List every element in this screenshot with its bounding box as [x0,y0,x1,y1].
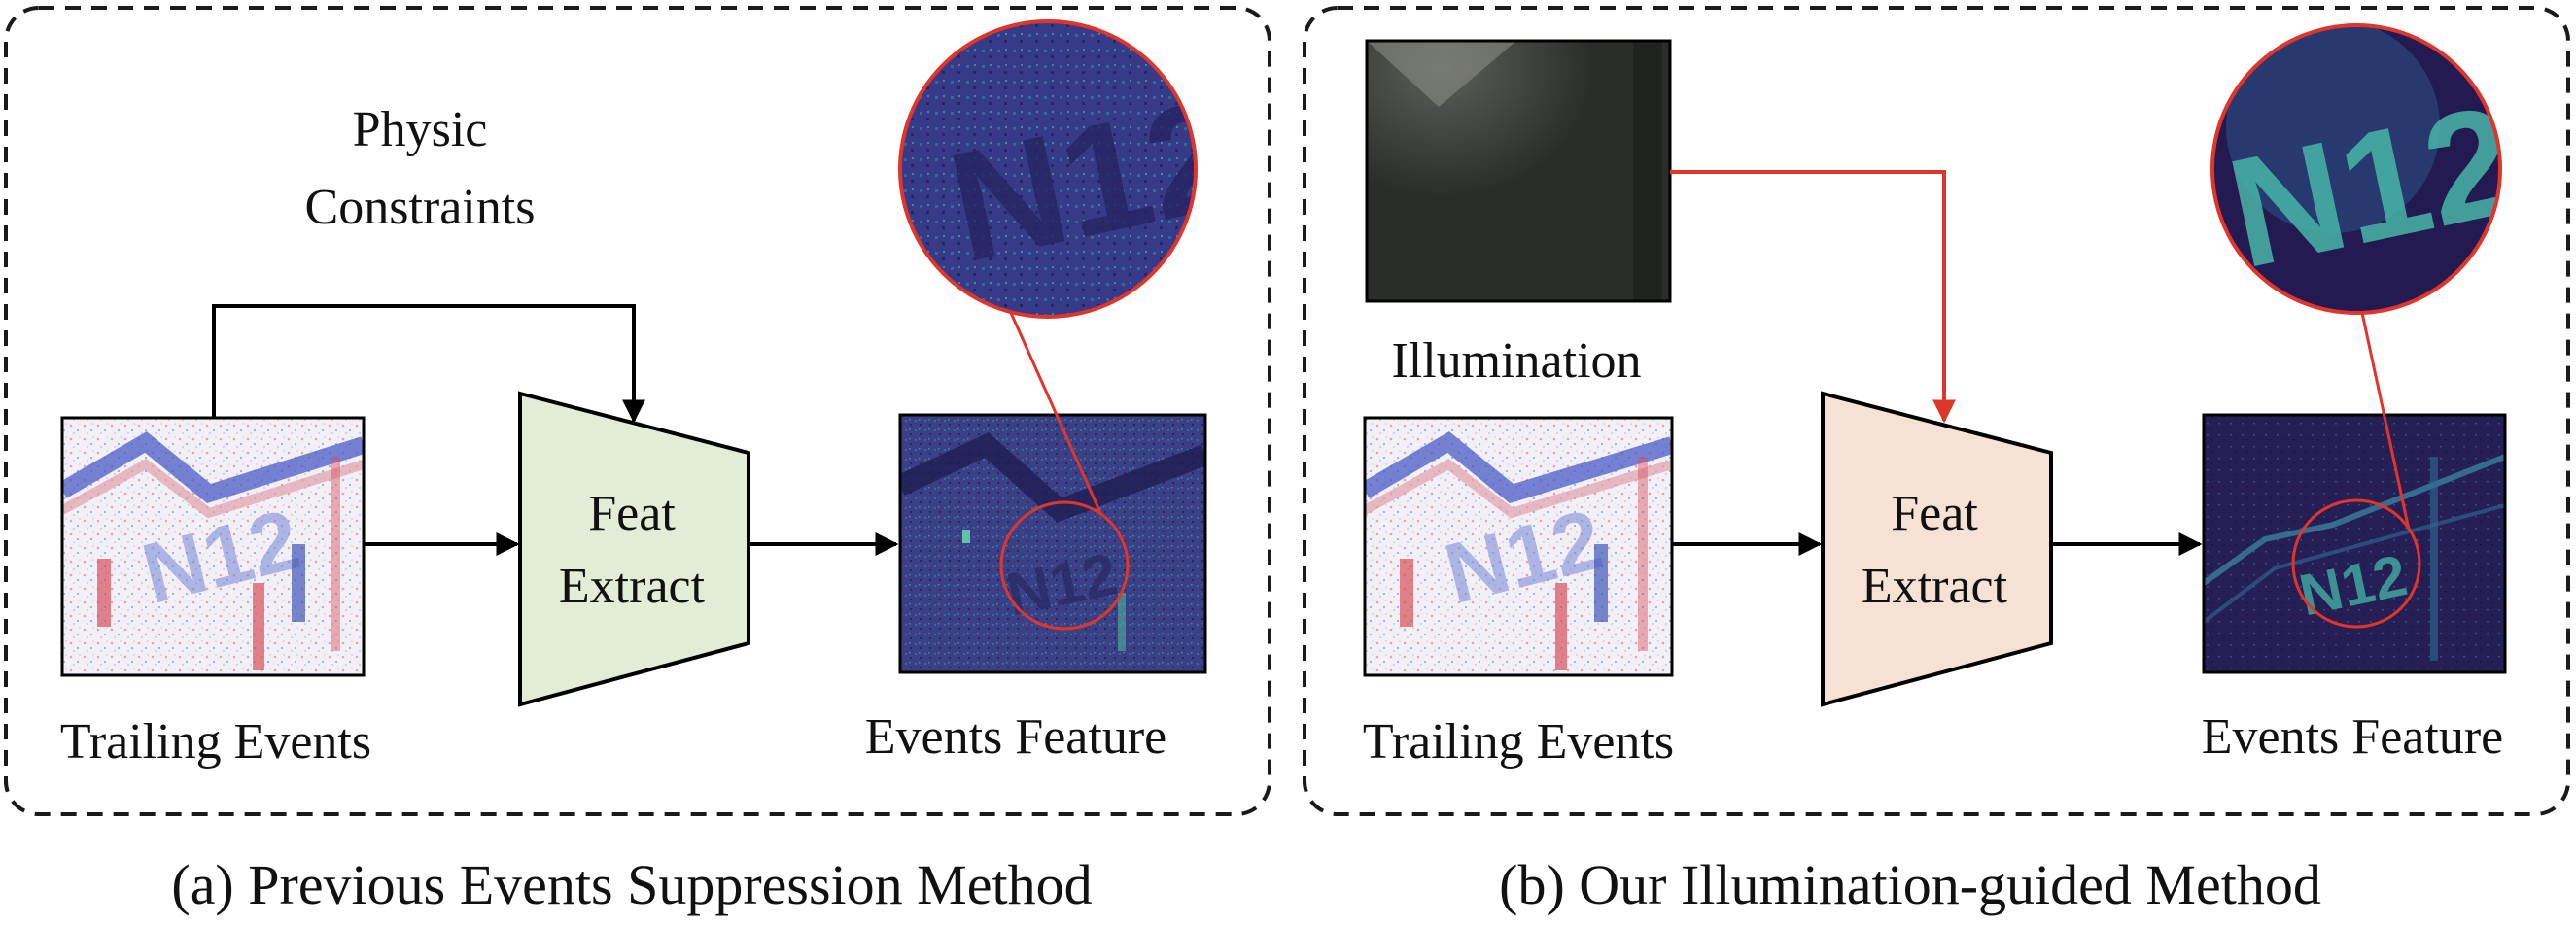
feat-extract-label-a-line1: Feat [588,486,676,541]
physic-constraints-label-line2: Constraints [305,180,536,235]
zoom-connector-b [2360,312,2411,531]
feat-extract-label-b-line2: Extract [1862,559,2008,614]
events-feature-label-b: Events Feature [2202,709,2503,765]
events-feature-label-a: Events Feature [865,709,1166,765]
feat-extract-label-a-line2: Extract [559,559,706,614]
zoom-view-b: N12 [2210,23,2502,315]
panel-b-frame [1303,6,2570,816]
illumination-label: Illumination [1391,333,1641,389]
zoom-connector-a [1009,312,1103,516]
trailing-events-label-b: Trailing Events [1363,714,1674,770]
trailing-events-image-b: N12 [1363,416,1674,677]
zoom-region-b [2291,498,2421,629]
zoom-region-a [999,500,1130,631]
illumination-guidance-arrow [1670,170,1956,424]
events-feature-image-b: N12 [2202,413,2507,674]
events-feature-image-a: N12 [898,413,1207,674]
trailing-events-image-a: N12 [60,416,366,677]
feat-extract-block-b [1821,391,2053,707]
caption-b: (b) Our Illumination-guided Method [1499,853,2321,916]
panel-a-frame [4,6,1271,816]
illumination-image [1365,39,1672,303]
physic-constraints-label-line1: Physic [353,102,488,157]
zoom-view-a: N12 [898,19,1198,319]
constraint-arrow-a [212,304,645,424]
feat-extract-label-b-line1: Feat [1891,486,1978,541]
caption-a: (a) Previous Events Suppression Method [171,853,1092,916]
feat-extract-block-a [518,391,750,707]
trailing-events-label-a: Trailing Events [60,714,371,770]
